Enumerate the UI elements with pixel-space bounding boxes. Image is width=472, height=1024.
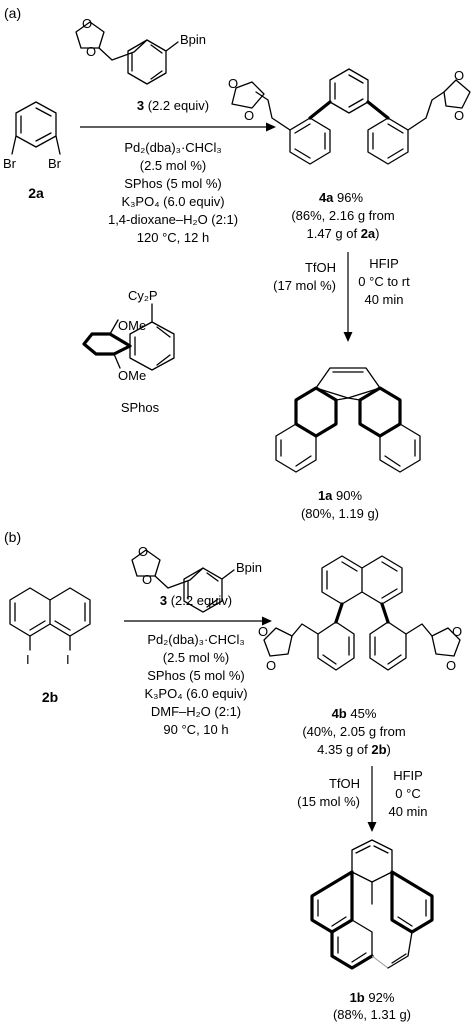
step2-b-right-1: HFIP — [393, 768, 423, 783]
compound-4a-note-2: 1.47 g of 2a) — [306, 226, 379, 241]
reagent-3-bpin-b: Bpin — [236, 560, 262, 575]
step2-b-right-2: 0 °C — [395, 786, 420, 801]
reagent-3-oxygen-3: O — [138, 544, 148, 559]
compound-1b-note: (88%, 1.31 g) — [333, 1007, 411, 1022]
step2-a-right-2: 0 °C to rt — [358, 274, 410, 289]
compound-4a-structure — [231, 68, 471, 165]
compound-4b-oxygen-1: O — [258, 624, 268, 639]
step2-b-left-1: TfOH — [329, 776, 360, 791]
step2-a-left-1: TfOH — [305, 260, 336, 275]
compound-2b-structure — [9, 587, 91, 651]
compound-1a-note: (80%, 1.19 g) — [301, 506, 379, 521]
reagent-3-structure-b — [131, 549, 235, 613]
condition-a-3: SPhos (5 mol %) — [124, 176, 222, 191]
compound-2a-atom-2: Br — [48, 156, 62, 171]
sphos-cy2p: Cy₂P — [128, 288, 158, 303]
condition-a-4: K₃PO₄ (6.0 equiv) — [121, 194, 224, 209]
step2-a-right-1: HFIP — [369, 256, 399, 271]
reagent-3-oxygen-4: O — [142, 572, 152, 587]
condition-a-5: 1,4-dioxane–H₂O (2:1) — [108, 212, 238, 227]
sphos-ome-1: OMe — [118, 318, 146, 333]
compound-2a-structure — [11, 101, 61, 155]
reagent-equiv-b: 3 (2.2 equiv) — [160, 593, 232, 608]
compound-2a-atom-1: Br — [3, 156, 17, 171]
compound-4b-note-1: (40%, 2.05 g from — [302, 724, 405, 739]
sphos-structure — [82, 303, 175, 371]
compound-1a-structure — [275, 367, 421, 473]
reaction-arrow-a1 — [80, 122, 276, 132]
compound-1b-structure — [310, 839, 434, 970]
reaction-arrow-a2 — [343, 252, 353, 342]
compound-4a-oxygen-2: O — [244, 108, 254, 123]
reaction-arrow-b2 — [367, 766, 377, 832]
compound-2b-atom-1: I — [26, 652, 30, 667]
panel-label-b: (b) — [4, 529, 21, 545]
reaction-arrow-b1 — [124, 616, 272, 626]
compound-1b-label: 1b 92% — [350, 990, 395, 1005]
condition-a-6: 120 °C, 12 h — [137, 230, 209, 245]
compound-2b-atom-2: I — [66, 652, 70, 667]
compound-4a-note-1: (86%, 2.16 g from — [291, 208, 394, 223]
compound-4a-oxygen-1: O — [228, 76, 238, 91]
compound-4b-oxygen-2: O — [266, 658, 276, 673]
condition-a-2: (2.5 mol %) — [140, 158, 206, 173]
reagent-3-structure-a — [75, 21, 179, 85]
compound-4a-oxygen-3: O — [454, 68, 464, 83]
compound-4b-structure — [263, 555, 461, 671]
sphos-name: SPhos — [121, 400, 160, 415]
sphos-ome-2: OMe — [118, 368, 146, 383]
compound-4a-oxygen-4: O — [454, 108, 464, 123]
condition-a-1: Pd₂(dba)₃·CHCl₃ — [124, 140, 221, 155]
step2-a-right-3: 40 min — [364, 292, 403, 307]
condition-b-1: Pd₂(dba)₃·CHCl₃ — [147, 632, 244, 647]
condition-b-5: DMF–H₂O (2:1) — [151, 704, 241, 719]
compound-4a-label: 4a 96% — [319, 190, 364, 205]
compound-4b-oxygen-4: O — [446, 658, 456, 673]
compound-4b-label: 4b 45% — [332, 706, 377, 721]
reagent-3-oxygen-1: O — [82, 16, 92, 31]
compound-4b-oxygen-3: O — [452, 624, 462, 639]
condition-b-4: K₃PO₄ (6.0 equiv) — [144, 686, 247, 701]
step2-a-left-2: (17 mol %) — [273, 278, 336, 293]
compound-2a-label: 2a — [28, 185, 44, 201]
reagent-3-oxygen-2: O — [86, 44, 96, 59]
condition-b-3: SPhos (5 mol %) — [147, 668, 245, 683]
reagent-equiv-a: 3 (2.2 equiv) — [137, 98, 209, 113]
compound-2b-label: 2b — [42, 689, 58, 705]
compound-4b-note-2: 4.35 g of 2b) — [317, 742, 391, 757]
condition-b-6: 90 °C, 10 h — [163, 722, 228, 737]
step2-b-right-3: 40 min — [388, 804, 427, 819]
reagent-3-bpin-a: Bpin — [180, 32, 206, 47]
compound-1a-label: 1a 90% — [318, 488, 363, 503]
panel-label-a: (a) — [4, 5, 21, 21]
step2-b-left-2: (15 mol %) — [297, 794, 360, 809]
condition-b-2: (2.5 mol %) — [163, 650, 229, 665]
